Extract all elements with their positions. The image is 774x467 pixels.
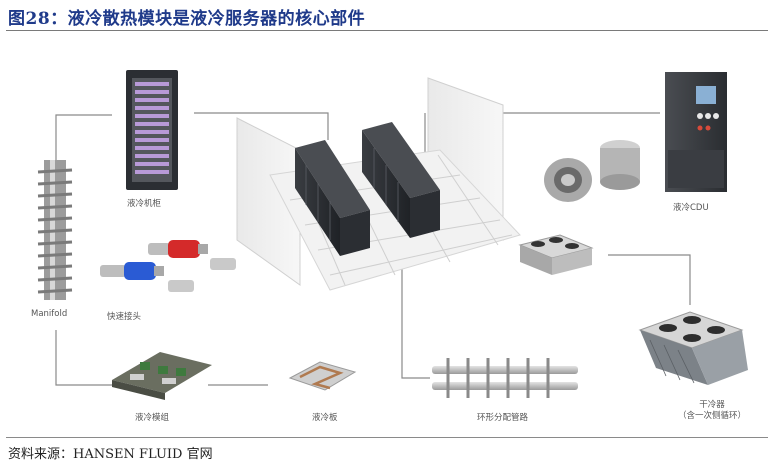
server-rack-row-right xyxy=(362,122,440,238)
label-ring-pipe: 环形分配管路 xyxy=(477,413,529,423)
label-quick-connector: 快速接头 xyxy=(107,312,142,322)
label-manifold: Manifold xyxy=(31,309,68,319)
source-note: 资料来源：HANSEN FLUID 官网 xyxy=(8,447,213,462)
figure-title: 图28：液冷散热模块是液冷服务器的核心部件 xyxy=(8,9,366,29)
liquid-cooling-cabinet-image xyxy=(126,70,178,190)
label-cold-plate: 液冷板 xyxy=(312,413,338,423)
source-divider xyxy=(6,437,768,438)
label-module: 液冷模组 xyxy=(135,413,170,423)
label-dry-cooler-line2: （含一次侧循环） xyxy=(678,411,747,421)
label-dry-cooler: 干冷器 （含一次侧循环） xyxy=(678,400,746,422)
coupling-image xyxy=(544,140,640,202)
cdu-image xyxy=(665,72,727,192)
manifold-image xyxy=(37,160,73,300)
server-rack-row-left xyxy=(295,140,370,256)
ring-pipe-image xyxy=(432,358,578,398)
label-cdu: 液冷CDU xyxy=(673,203,709,213)
label-dry-cooler-line1: 干冷器 xyxy=(699,400,725,410)
small-dry-cooler-image xyxy=(518,234,594,275)
quick-connector-image xyxy=(100,240,236,292)
data-center-room xyxy=(236,77,521,291)
label-cabinet: 液冷机柜 xyxy=(127,199,162,209)
dry-cooler-image xyxy=(638,311,748,385)
title-divider xyxy=(6,30,768,31)
liquid-cooling-module-image xyxy=(112,352,212,400)
cold-plate-image xyxy=(288,361,357,391)
